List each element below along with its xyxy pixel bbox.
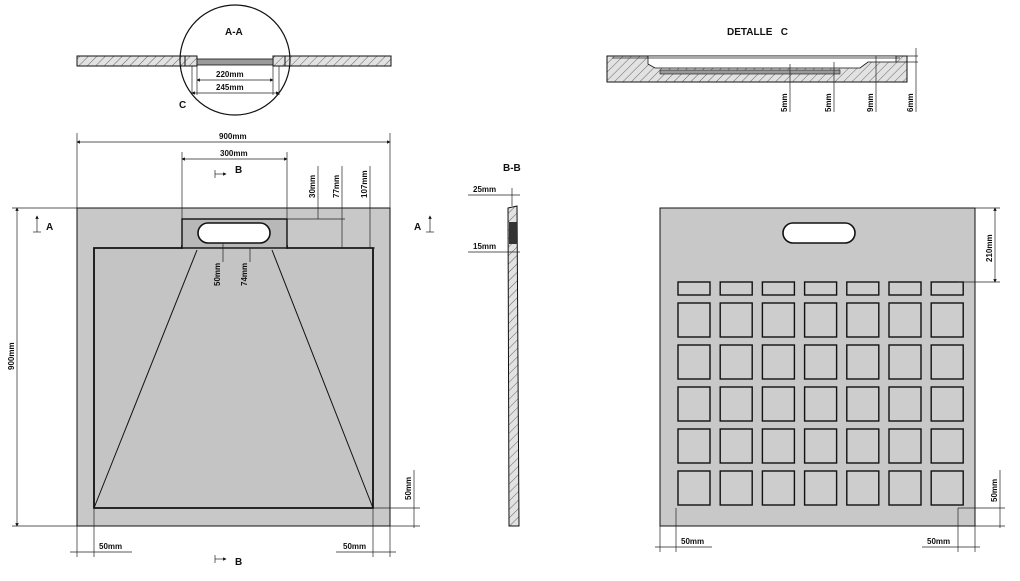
- grid-cell: [677, 470, 711, 506]
- handle-slot: [782, 222, 856, 244]
- detail-c-title: DETALLE C: [727, 27, 788, 38]
- grid-cell: [888, 386, 922, 422]
- grid-cell: [761, 470, 796, 506]
- dim-50-bottom-right-label: 50mm: [990, 479, 999, 502]
- grid-cell-top: [930, 281, 964, 296]
- plan-top: 900mm 300mm B 900mm A A 30mm 77mm 107m: [7, 132, 434, 568]
- dim-900-width: 900mm: [219, 132, 247, 141]
- grid-cell: [719, 428, 753, 464]
- dim-245-label: 245mm: [216, 83, 244, 92]
- grid-cell: [846, 344, 880, 380]
- section-aa-title: A-A: [225, 27, 243, 38]
- grid-cell: [888, 344, 922, 380]
- grid-cell: [677, 428, 711, 464]
- dim-15-label: 15mm: [473, 242, 496, 251]
- dim-50-left-underside: 50mm: [681, 537, 704, 546]
- section-aa-slab-left: [76, 55, 186, 67]
- section-aa-drain-right: [272, 55, 286, 67]
- grid-cell: [846, 386, 880, 422]
- grid-cell: [846, 302, 880, 338]
- plan-bottom: 210mm 50mm 50mm 50mm: [655, 207, 1005, 552]
- grid-cell: [846, 470, 880, 506]
- dim-220-label: 220mm: [216, 70, 244, 79]
- grid-cell: [930, 386, 964, 422]
- dim-50-drain-label: 50mm: [213, 263, 222, 286]
- grid-cell: [761, 302, 796, 338]
- grid-cell-top: [719, 281, 753, 296]
- grid-cell: [677, 344, 711, 380]
- grid-cell-top: [846, 281, 880, 296]
- detail-c: DETALLE C 5mm 5mm 9mm 6mm: [606, 27, 918, 112]
- grid-cell-top: [677, 281, 711, 296]
- section-aa-drain-channel: [196, 58, 274, 66]
- dim-300-label: 300mm: [220, 149, 248, 158]
- grid-cell: [761, 344, 796, 380]
- grid-cell: [677, 386, 711, 422]
- grid-cell: [677, 302, 711, 338]
- section-aa-drain-left: [184, 55, 198, 67]
- detail-c-marker: C: [179, 100, 186, 111]
- section-bb-profile: [507, 205, 520, 527]
- grid-cell: [803, 302, 838, 338]
- grid-cell: [888, 302, 922, 338]
- dim-77-label: 77mm: [332, 175, 341, 198]
- grid-cell: [719, 302, 753, 338]
- grid-cell: [803, 386, 838, 422]
- section-a-marker-right: A: [414, 222, 421, 233]
- dim-107-label: 107mm: [360, 170, 369, 198]
- detail-c-dim-3: 9mm: [866, 93, 875, 112]
- section-b-marker-top: B: [235, 165, 242, 176]
- grid-cell: [846, 428, 880, 464]
- dim-50-bottom-label: 50mm: [404, 477, 413, 500]
- dim-30-label: 30mm: [308, 175, 317, 198]
- grid-cell: [719, 470, 753, 506]
- section-aa-slab-right: [284, 55, 392, 67]
- drain-slot: [197, 222, 271, 244]
- detail-c-grate: [659, 69, 841, 75]
- grid-cell: [719, 344, 753, 380]
- dim-50-left-label: 50mm: [99, 542, 122, 551]
- grid-cell: [930, 470, 964, 506]
- section-b-marker-bottom: B: [235, 557, 242, 568]
- grid-cell: [888, 470, 922, 506]
- grid-cell: [930, 344, 964, 380]
- grid-cell: [803, 344, 838, 380]
- dim-25-label: 25mm: [473, 185, 496, 194]
- detail-c-dim-4: 6mm: [906, 93, 915, 112]
- section-bb-title: B-B: [503, 163, 521, 174]
- dim-74-drain-label: 74mm: [240, 263, 249, 286]
- section-aa: A-A 220mm 245mm C: [76, 4, 392, 116]
- grid-cell-top: [761, 281, 796, 296]
- section-bb-drain: [509, 222, 517, 244]
- tray-basin: [93, 245, 374, 509]
- grid-cell: [761, 428, 796, 464]
- grid-cell: [761, 386, 796, 422]
- dim-210-label: 210mm: [985, 234, 994, 262]
- grid-cell: [803, 428, 838, 464]
- detail-c-circle: [179, 4, 291, 116]
- grid-cell: [930, 302, 964, 338]
- section-bb: B-B 25mm 15mm: [468, 163, 521, 527]
- dim-900-height: 900mm: [7, 342, 16, 370]
- dim-50-right-label: 50mm: [343, 542, 366, 551]
- grid-cell-top: [888, 281, 922, 296]
- dim-50-right-underside: 50mm: [927, 537, 950, 546]
- grid-cell: [930, 428, 964, 464]
- grid-cell: [719, 386, 753, 422]
- detail-c-dim-1: 5mm: [780, 93, 789, 112]
- grid-cell-top: [803, 281, 838, 296]
- section-a-marker-left: A: [46, 222, 53, 233]
- underside-grid: [677, 281, 964, 506]
- detail-c-dim-2: 5mm: [824, 93, 833, 112]
- grid-cell: [803, 470, 838, 506]
- grid-cell: [888, 428, 922, 464]
